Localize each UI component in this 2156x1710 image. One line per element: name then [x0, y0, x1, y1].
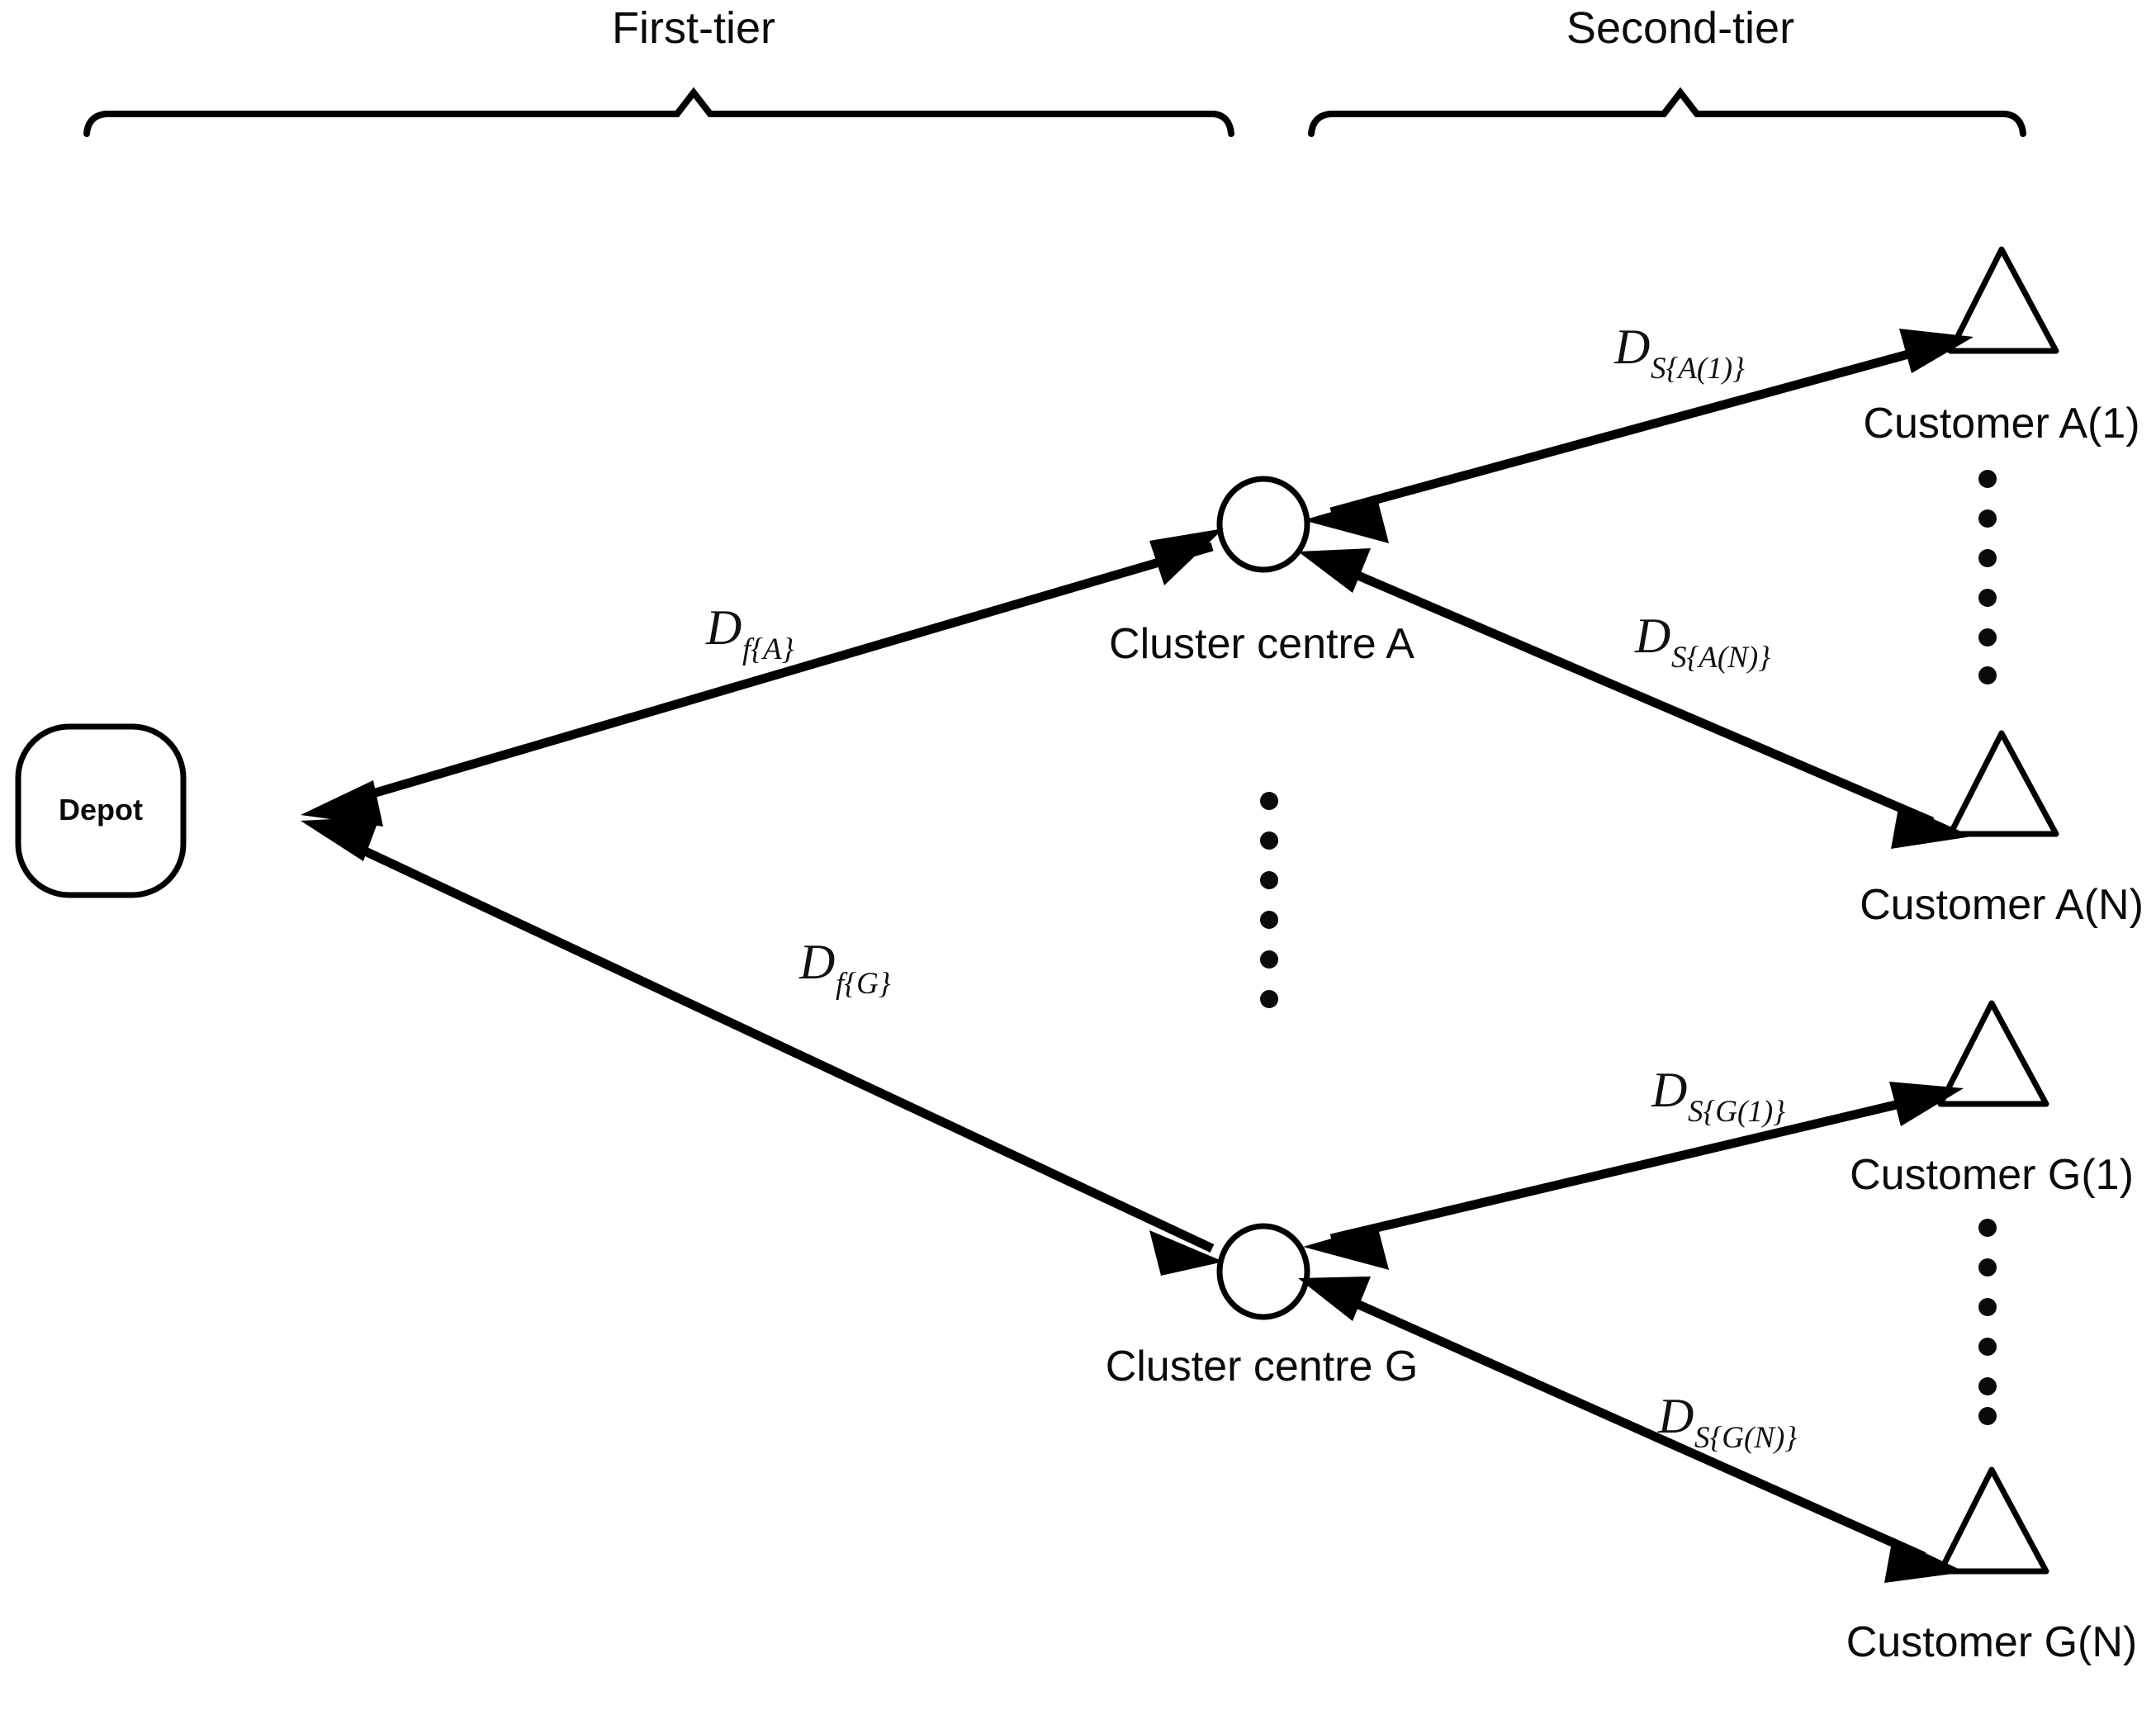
edge-label-d-f-g-base: D — [798, 935, 835, 989]
customer-a1-label: Customer A(1) — [1863, 400, 2139, 448]
customer-gn-node[interactable] — [1937, 1466, 2049, 1575]
edge-cluster-a-customer-an — [1298, 548, 1972, 849]
customer-g1-label: Customer G(1) — [1850, 1151, 2134, 1199]
customer-a1-node[interactable] — [1947, 246, 2059, 354]
customer-an-label: Customer A(N) — [1860, 881, 2144, 929]
cluster-centre-g-node[interactable] — [1216, 1223, 1310, 1320]
edge-label-d-s-g1-sub: S{G(1)} — [1688, 1095, 1785, 1129]
edge-label-d-s-gn-base: D — [1657, 1389, 1694, 1443]
edge-label-d-s-gn-sub: S{G(N)} — [1694, 1421, 1797, 1455]
edge-label-d-s-an: D S{A(N)} — [1634, 609, 1770, 675]
edge-label-d-s-g1-base: D — [1651, 1063, 1687, 1117]
second-tier-brace — [1308, 87, 2026, 137]
edge-label-d-s-g1: D S{G(1)} — [1651, 1063, 1785, 1129]
customer-g1-node[interactable] — [1937, 1000, 2049, 1107]
edge-label-d-s-an-sub: S{A(N)} — [1671, 641, 1770, 675]
edge-label-d-s-gn: D S{G(N)} — [1657, 1389, 1797, 1455]
edge-label-d-f-a-base: D — [705, 600, 742, 655]
edge-label-d-f-g: D f{G} — [798, 935, 891, 1001]
edge-depot-cluster-a — [301, 542, 1214, 827]
edge-label-d-f-a-sub: f{A} — [742, 632, 794, 666]
edge-cluster-g-customer-gn — [1298, 1277, 1965, 1583]
edge-label-d-s-an-base: D — [1634, 609, 1670, 663]
cluster-centre-a-label: Cluster centre A — [1109, 620, 1414, 668]
vertical-ellipsis-icon-customers-g — [1978, 1219, 1997, 1425]
customer-gn-label: Customer G(N) — [1846, 1618, 2137, 1666]
tier-title-second: Second-tier — [1566, 3, 1794, 53]
edge-label-d-f-g-sub: f{G} — [836, 967, 891, 1001]
edge-label-d-f-a: D f{A} — [705, 600, 794, 666]
tier-title-first: First-tier — [612, 3, 775, 53]
depot-node[interactable]: Depot — [15, 723, 187, 898]
arrowhead-into-cluster-a — [1149, 528, 1224, 585]
first-tier-brace — [83, 87, 1234, 137]
edge-label-d-s-a1-sub: S{A(1)} — [1651, 352, 1745, 386]
depot-label: Depot — [59, 793, 143, 827]
edge-cluster-g-customer-g1 — [1303, 1082, 1964, 1270]
edge-depot-cluster-g — [301, 817, 1215, 1253]
edge-label-d-s-a1-base: D — [1613, 320, 1650, 374]
vertical-ellipsis-icon-customers-a — [1978, 470, 1997, 684]
cluster-centre-g-label: Cluster centre G — [1106, 1343, 1419, 1390]
edge-label-d-s-a1: D S{A(1)} — [1613, 320, 1745, 386]
vertical-ellipsis-icon-cluster-centres — [1260, 792, 1278, 1008]
cluster-centre-a-node[interactable] — [1216, 476, 1310, 573]
customer-an-node[interactable] — [1947, 730, 2059, 837]
arrowhead-into-cluster-g — [1149, 1230, 1224, 1276]
